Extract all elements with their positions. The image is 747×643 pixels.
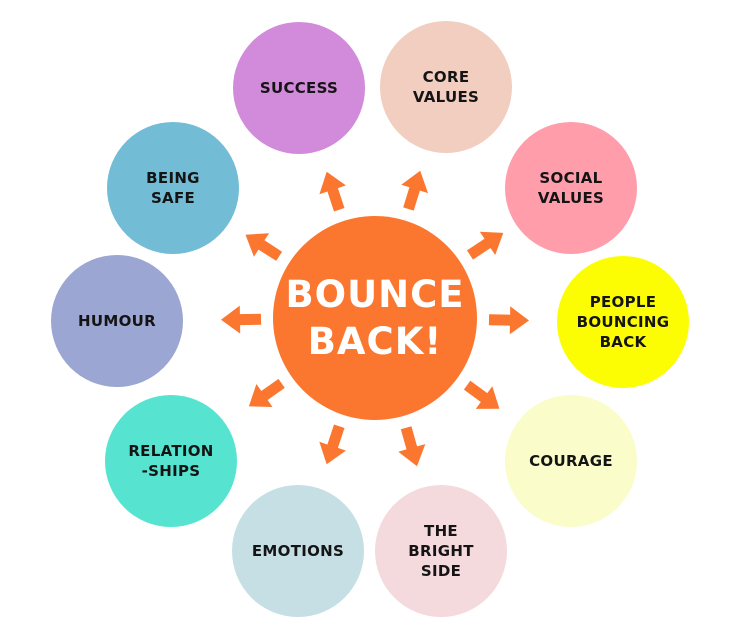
arrow-to-people-bouncing-back [488, 306, 529, 335]
node-humour: HUMOUR [51, 255, 183, 387]
node-label-the-bright-side: THE BRIGHT SIDE [408, 522, 474, 580]
node-label-success: SUCCESS [259, 79, 339, 97]
node-emotions: EMOTIONS [232, 485, 364, 617]
hub-label: BOUNCE BACK! [285, 273, 465, 363]
node-being-safe: BEING SAFE [107, 122, 239, 254]
node-label-courage: COURAGE [529, 452, 613, 470]
hub-circle: BOUNCE BACK! [273, 216, 477, 420]
arrow-to-social-values [467, 231, 504, 260]
arrow-to-being-safe [245, 233, 283, 261]
node-people-bouncing-back: PEOPLE BOUNCING BACK [557, 256, 689, 388]
arrow-to-success [319, 171, 346, 212]
arrow-to-humour [221, 305, 262, 334]
node-label-social-values: SOCIAL VALUES [537, 169, 605, 207]
node-label-people-bouncing-back: PEOPLE BOUNCING BACK [576, 293, 670, 351]
node-social-values: SOCIAL VALUES [505, 122, 637, 254]
node-label-relationships: RELATION -SHIPS [128, 442, 214, 480]
arrow-to-the-bright-side [398, 426, 426, 467]
node-the-bright-side: THE BRIGHT SIDE [375, 485, 507, 617]
node-success: SUCCESS [233, 22, 365, 154]
node-label-being-safe: BEING SAFE [146, 169, 200, 207]
arrow-to-core-values [401, 170, 428, 211]
node-courage: COURAGE [505, 395, 637, 527]
node-label-humour: HUMOUR [78, 312, 156, 330]
node-label-emotions: EMOTIONS [251, 542, 345, 560]
arrow-to-courage [463, 380, 500, 409]
arrow-to-emotions [319, 424, 346, 465]
node-label-core-values: CORE VALUES [412, 68, 480, 106]
arrow-to-relationships [248, 378, 285, 407]
node-relationships: RELATION -SHIPS [105, 395, 237, 527]
node-core-values: CORE VALUES [380, 21, 512, 153]
